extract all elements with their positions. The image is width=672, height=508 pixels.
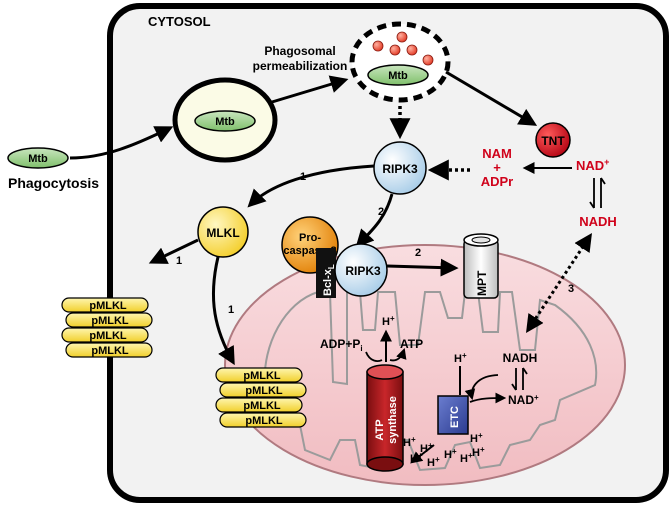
arrow-proton-in bbox=[410, 444, 435, 464]
pmlkl-label: pMLKL bbox=[91, 315, 129, 327]
arrow-nadh-exchange bbox=[526, 232, 592, 334]
mitochondrion bbox=[224, 244, 626, 486]
step-1-label-a: 1 bbox=[300, 171, 306, 183]
pmlkl-oligomer bbox=[215, 367, 307, 428]
etc-complex bbox=[437, 395, 469, 435]
proton: H+ bbox=[403, 435, 416, 449]
mitochondrial-cristae bbox=[263, 291, 598, 472]
nam-label: NAM bbox=[482, 146, 512, 161]
pmlkl-label: pMLKL bbox=[245, 415, 283, 427]
ripk3-mitochondrial bbox=[334, 243, 388, 297]
atp-synthase bbox=[366, 364, 404, 472]
bcl-xl bbox=[316, 248, 336, 298]
mtb-extracellular bbox=[7, 147, 69, 169]
atp-synthase-label-line2: synthase bbox=[387, 396, 399, 444]
proton: H+ bbox=[472, 445, 485, 459]
mlkl-label: MLKL bbox=[206, 226, 239, 240]
pmlkl-stack-mitochondria: pMLKL pMLKL pMLKL pMLKL bbox=[215, 367, 307, 428]
arrow-ripk3-to-mito bbox=[355, 193, 394, 248]
arrow-nadh-to-etc bbox=[464, 374, 499, 401]
arrow-ripk3-to-mlkl bbox=[247, 164, 375, 208]
equilibrium-arrows-mito bbox=[511, 367, 528, 391]
atp-label: ATP bbox=[400, 337, 423, 351]
mtb-extracellular-label: Mtb bbox=[28, 153, 48, 165]
arrow-adp-to-atp bbox=[365, 351, 383, 362]
etc-label: ETC bbox=[449, 406, 461, 428]
step-1-label-c: 1 bbox=[228, 304, 234, 316]
proton: H+ bbox=[444, 447, 457, 461]
arrow-phagocytosis bbox=[69, 126, 174, 160]
arrow-mlkl-to-mito-pmlkl bbox=[211, 256, 235, 366]
nad-plus-label: NAD+ bbox=[576, 157, 609, 173]
phagosomal-label-line1: Phagosomal bbox=[264, 44, 335, 58]
bcl-xl-label: Bcl-xL bbox=[322, 264, 336, 296]
arrow-ripk3-to-mpt bbox=[386, 258, 459, 277]
step-3-label: 3 bbox=[568, 283, 574, 295]
arrow-etc-to-nad bbox=[469, 392, 507, 404]
adpr-label: ADPr bbox=[481, 174, 514, 189]
ripk3-cytosolic-label: RIPK3 bbox=[382, 162, 418, 176]
ripk3-cytosolic bbox=[373, 141, 427, 195]
phagosome-content-ball bbox=[389, 44, 401, 56]
phagosome-content-ball bbox=[422, 54, 434, 66]
arrow-mlkl-to-membrane bbox=[148, 238, 199, 264]
equilibrium-arrows-cytosol bbox=[589, 177, 606, 209]
pmlkl-stack-plasma-membrane: pMLKL pMLKL pMLKL pMLKL bbox=[61, 297, 153, 358]
pmlkl-label: pMLKL bbox=[91, 345, 129, 357]
arrow-atp-release bbox=[389, 347, 407, 362]
pmlkl-label: pMLKL bbox=[245, 385, 283, 397]
mtb-cytosolic bbox=[367, 64, 429, 86]
ripk3-mitochondrial-label: RIPK3 bbox=[345, 264, 381, 278]
pmlkl-label: pMLKL bbox=[243, 400, 281, 412]
pmlkl-label: pMLKL bbox=[243, 370, 281, 382]
etc-h-plus-label: H+ bbox=[454, 351, 467, 365]
arrow-mtb-to-tnt bbox=[445, 70, 538, 126]
phagosome-content-ball bbox=[406, 44, 418, 56]
mtb-cytosolic-label: Mtb bbox=[388, 70, 408, 82]
mpt-pore bbox=[463, 233, 499, 299]
proton: H+ bbox=[470, 431, 483, 445]
tnt-label: TNT bbox=[541, 134, 565, 148]
procaspase-label-line1: Pro- bbox=[299, 232, 321, 244]
mtb-in-phagosome bbox=[194, 110, 256, 132]
mpt-label: MPT bbox=[475, 270, 489, 296]
phagosome-content-ball bbox=[396, 31, 408, 43]
cytosol-label: CYTOSOL bbox=[148, 14, 211, 29]
adp-pi-label: ADP+Pi bbox=[320, 337, 363, 353]
mtb-phagosome-label: Mtb bbox=[215, 116, 235, 128]
nad-plus-mito-label: NAD+ bbox=[508, 393, 539, 407]
plus-label: + bbox=[493, 160, 501, 175]
proton: H+ bbox=[420, 441, 433, 455]
tnt-toxin bbox=[535, 122, 571, 158]
step-2-label-a: 2 bbox=[378, 206, 384, 218]
atp-synthase-label-line1: ATP bbox=[374, 419, 386, 440]
nadh-cytosol-label: NADH bbox=[579, 214, 617, 229]
mlkl bbox=[197, 206, 249, 258]
pmlkl-oligomer bbox=[61, 297, 153, 358]
phagocytosis-label: Phagocytosis bbox=[8, 175, 99, 191]
pmlkl-label: pMLKL bbox=[89, 300, 127, 312]
phagosome-content-ball bbox=[372, 40, 384, 52]
step-2-label-b: 2 bbox=[415, 247, 421, 259]
arrow-permeabilization bbox=[271, 75, 349, 104]
h-plus-label: H+ bbox=[382, 314, 395, 328]
proton: H+ bbox=[460, 451, 473, 465]
pmlkl-label: pMLKL bbox=[89, 330, 127, 342]
phagosomal-label-line2: permeabilization bbox=[253, 59, 348, 73]
proton: H+ bbox=[427, 455, 440, 469]
nadh-mito-label: NADH bbox=[503, 351, 538, 365]
step-1-label-b: 1 bbox=[176, 255, 182, 267]
